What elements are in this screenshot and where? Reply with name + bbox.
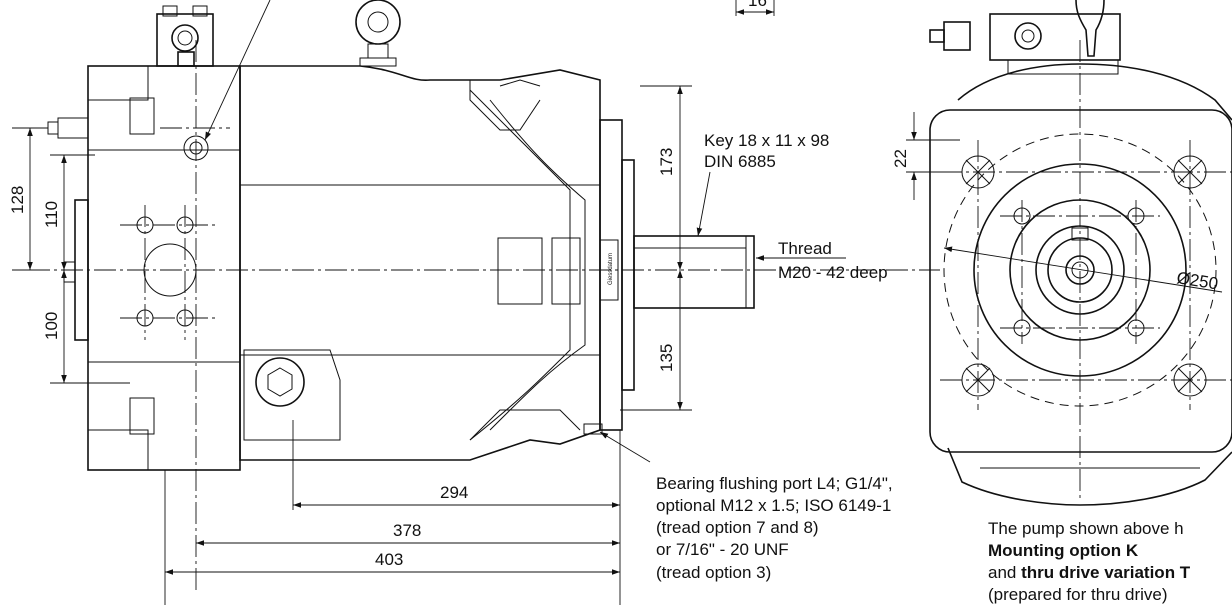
bearing-callout-line1: Bearing flushing port L4; G1/4", (656, 474, 893, 493)
note-line3-bold: thru drive variation T (1021, 563, 1191, 582)
note-line4: (prepared for thru drive) (988, 585, 1168, 604)
dim-250: Ø250 (1175, 268, 1219, 293)
dim-22: 22 (891, 149, 910, 168)
dim-128: 128 (8, 186, 27, 214)
dim-135: 135 (657, 344, 676, 372)
drive-shaft (633, 235, 755, 309)
note-line2: Mounting option K (988, 541, 1139, 560)
note-line3-prefix: and (988, 563, 1021, 582)
thread-callout-line2: M20 - 42 deep (778, 263, 888, 282)
dim-378: 378 (393, 521, 421, 540)
note-line1: The pump shown above h (988, 519, 1184, 538)
thread-callout-line1: Thread (778, 239, 832, 258)
key-callout-line1: Key 18 x 11 x 98 (704, 131, 829, 150)
lifting-eye (355, 0, 401, 45)
dim-100: 100 (42, 312, 61, 340)
square-flange (929, 109, 1232, 453)
side-dimensions: 128 110 100 173 135 294 378 403 16 (8, 0, 775, 605)
bearing-callout-line4: or 7/16" - 20 UNF (656, 540, 789, 559)
bearing-callout-line3: (tread option 7 and 8) (656, 518, 819, 537)
front-view: Ø250 22 (891, 0, 1232, 506)
note-line3: and thru drive variation T (988, 563, 1191, 582)
dim-110: 110 (42, 201, 61, 228)
dim-294: 294 (440, 483, 468, 502)
nameplate-label: Giessdatum (608, 253, 614, 285)
bearing-callout-line5: (tread option 3) (656, 563, 771, 582)
bearing-callout-line2: optional M12 x 1.5; ISO 6149-1 (656, 496, 891, 515)
side-view: Giessdatum (28, 0, 940, 590)
pump-housing (239, 65, 601, 461)
mounting-note: The pump shown above h Mounting option K… (988, 519, 1191, 604)
dim-16: 16 (748, 0, 767, 10)
nameplate (497, 237, 543, 305)
rear-cover (87, 65, 241, 471)
dim-173: 173 (657, 148, 676, 176)
key-callout-line2: DIN 6885 (704, 152, 776, 171)
callouts: Key 18 x 11 x 98 DIN 6885 Thread M20 - 4… (204, 0, 893, 582)
dim-403: 403 (375, 550, 403, 569)
